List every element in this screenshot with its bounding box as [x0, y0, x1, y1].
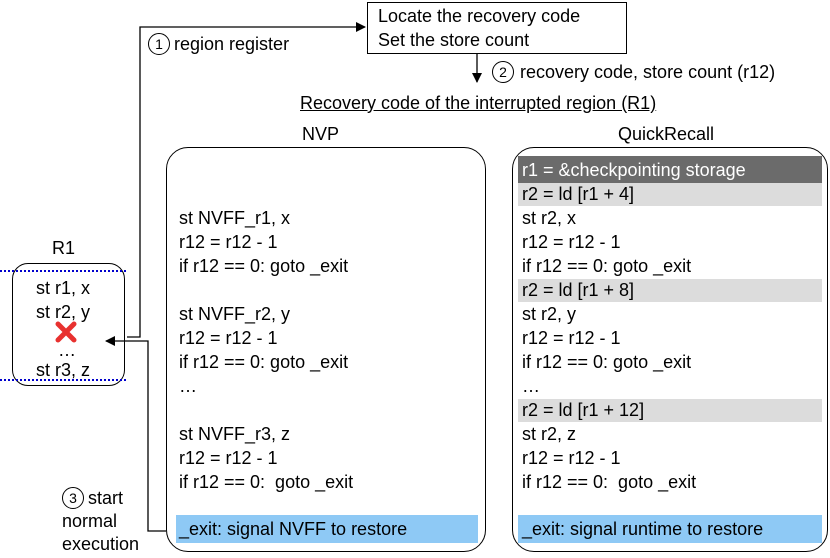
step-3-line-3: execution: [62, 534, 140, 554]
step-3-line-2: normal: [62, 511, 118, 531]
r1-title: R1: [52, 238, 76, 258]
locate-line-2: Set the store count: [378, 30, 530, 50]
r1-line-4: st r3, z: [36, 360, 91, 380]
quickrecall-code-line: if r12 == 0: goto _exit: [522, 256, 692, 276]
nvp-code-line: …: [179, 376, 197, 396]
nvp-code-line: r12 = r12 - 1: [179, 232, 278, 252]
nvp-code-line: if r12 == 0: goto _exit: [179, 472, 354, 492]
region-register-arrow: [127, 22, 366, 338]
nvp-code-line: if r12 == 0: goto _exit: [179, 352, 349, 372]
nvp-code-line: st NVFF_r2, y: [179, 304, 291, 324]
quickrecall-code-line: r12 = r12 - 1: [522, 448, 621, 468]
nvp-code-line: r12 = r12 - 1: [179, 448, 278, 468]
quickrecall-code-line: st r2, y: [522, 304, 577, 324]
r1-line-2: st r2, y: [36, 302, 91, 322]
nvp-exit-line: _exit: signal NVFF to restore: [179, 519, 408, 539]
nvp-code-line: st NVFF_r3, z: [179, 424, 291, 444]
start-execution-arrow: [105, 336, 166, 532]
quickrecall-recovery-box: [512, 147, 828, 552]
r1-line-3: …: [58, 340, 76, 360]
locate-recovery-box: [367, 2, 627, 54]
locate-line-1: Locate the recovery code: [378, 6, 581, 26]
r1-line-1: st r1, x: [36, 278, 91, 298]
quickrecall-header-line: r1 = &checkpointing storage: [522, 160, 746, 180]
quickrecall-code-line: r12 = r12 - 1: [522, 232, 621, 252]
quickrecall-exit-highlight: [518, 515, 822, 543]
nvp-exit-highlight: [176, 515, 478, 543]
quickrecall-exit-line: _exit: signal runtime to restore: [522, 519, 764, 539]
nvp-code-line: r12 = r12 - 1: [179, 328, 278, 348]
load-line-highlight: [518, 183, 822, 206]
quickrecall-code-line: if r12 == 0: goto _exit: [522, 352, 692, 372]
quickrecall-header-highlight: [518, 156, 822, 183]
load-line-highlight: [518, 279, 822, 302]
nvp-code-line: st NVFF_r1, x: [179, 208, 291, 228]
nvp-code-line: if r12 == 0: goto _exit: [179, 256, 349, 276]
quickrecall-title: QuickRecall: [618, 124, 715, 144]
nvp-recovery-box: [166, 147, 486, 552]
step-1-circle: 1: [148, 33, 170, 55]
quickrecall-code-line: st r2, z: [522, 424, 577, 444]
step-2-label: recovery code, store count (r12): [520, 62, 776, 82]
load-line-highlight: [518, 399, 822, 422]
quickrecall-code-line: r2 = ld [r1 + 8]: [522, 280, 635, 300]
step-3-circle: 3: [62, 487, 84, 509]
quickrecall-code-line: if r12 == 0: goto _exit: [522, 472, 697, 492]
nvp-title: NVP: [302, 124, 340, 144]
step-3-line-1: start: [88, 488, 124, 508]
quickrecall-code-line: …: [522, 376, 540, 396]
quickrecall-code-line: st r2, x: [522, 208, 577, 228]
quickrecall-code-line: r2 = ld [r1 + 4]: [522, 184, 635, 204]
step-2-circle: 2: [492, 61, 514, 83]
quickrecall-code-line: r12 = r12 - 1: [522, 328, 621, 348]
x-mark-icon: [55, 321, 77, 343]
step-1-label: region register: [174, 34, 290, 54]
quickrecall-code-line: r2 = ld [r1 + 12]: [522, 400, 645, 420]
r1-region-box: [12, 263, 125, 386]
recovery-code-title: Recovery code of the interrupted region …: [300, 93, 657, 113]
